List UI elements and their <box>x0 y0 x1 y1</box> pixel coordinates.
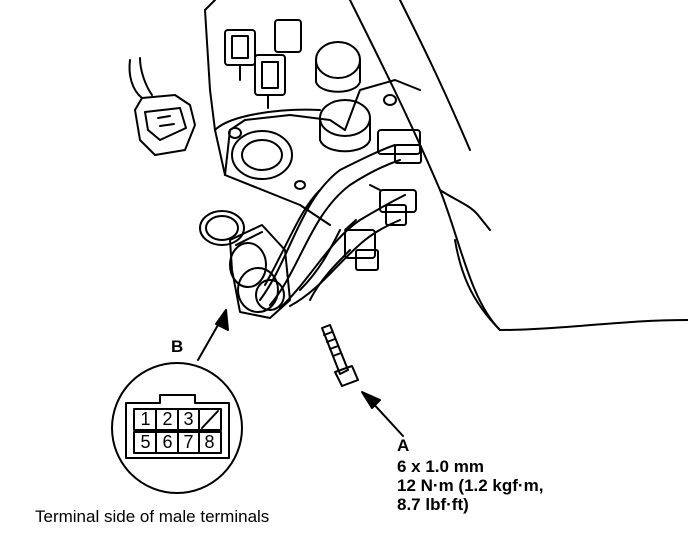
solenoid-plugs <box>315 41 371 153</box>
callout-b: B <box>171 337 184 356</box>
pin-1: 1 <box>140 409 151 429</box>
arrow-a <box>361 391 404 437</box>
harness-connectors <box>344 129 422 271</box>
o-ring <box>199 210 245 246</box>
callout-a: A <box>397 436 410 455</box>
bolt-torque-line2: 8.7 lbf·ft) <box>397 495 469 514</box>
pin-6: 6 <box>162 432 173 452</box>
connector-caption: Terminal side of male terminals <box>35 507 270 526</box>
pin-2: 2 <box>162 409 173 429</box>
valve-body <box>204 0 421 226</box>
pin-5: 5 <box>140 432 151 452</box>
blank-pin-slash <box>201 410 219 429</box>
pin-7: 7 <box>183 432 194 452</box>
bolt-torque-line1: 12 N·m (1.2 kgf·m, <box>397 476 544 495</box>
pin-8: 8 <box>204 432 215 452</box>
wire-harness <box>259 144 406 309</box>
mounting-bolt <box>321 324 359 387</box>
pin-3: 3 <box>183 409 194 429</box>
arrow-b <box>197 309 229 361</box>
transmission-housing <box>349 0 688 331</box>
bolt-size: 6 x 1.0 mm <box>397 457 484 476</box>
block-connectors <box>224 19 302 109</box>
connector-face <box>111 362 243 494</box>
loose-connector <box>128 57 196 156</box>
